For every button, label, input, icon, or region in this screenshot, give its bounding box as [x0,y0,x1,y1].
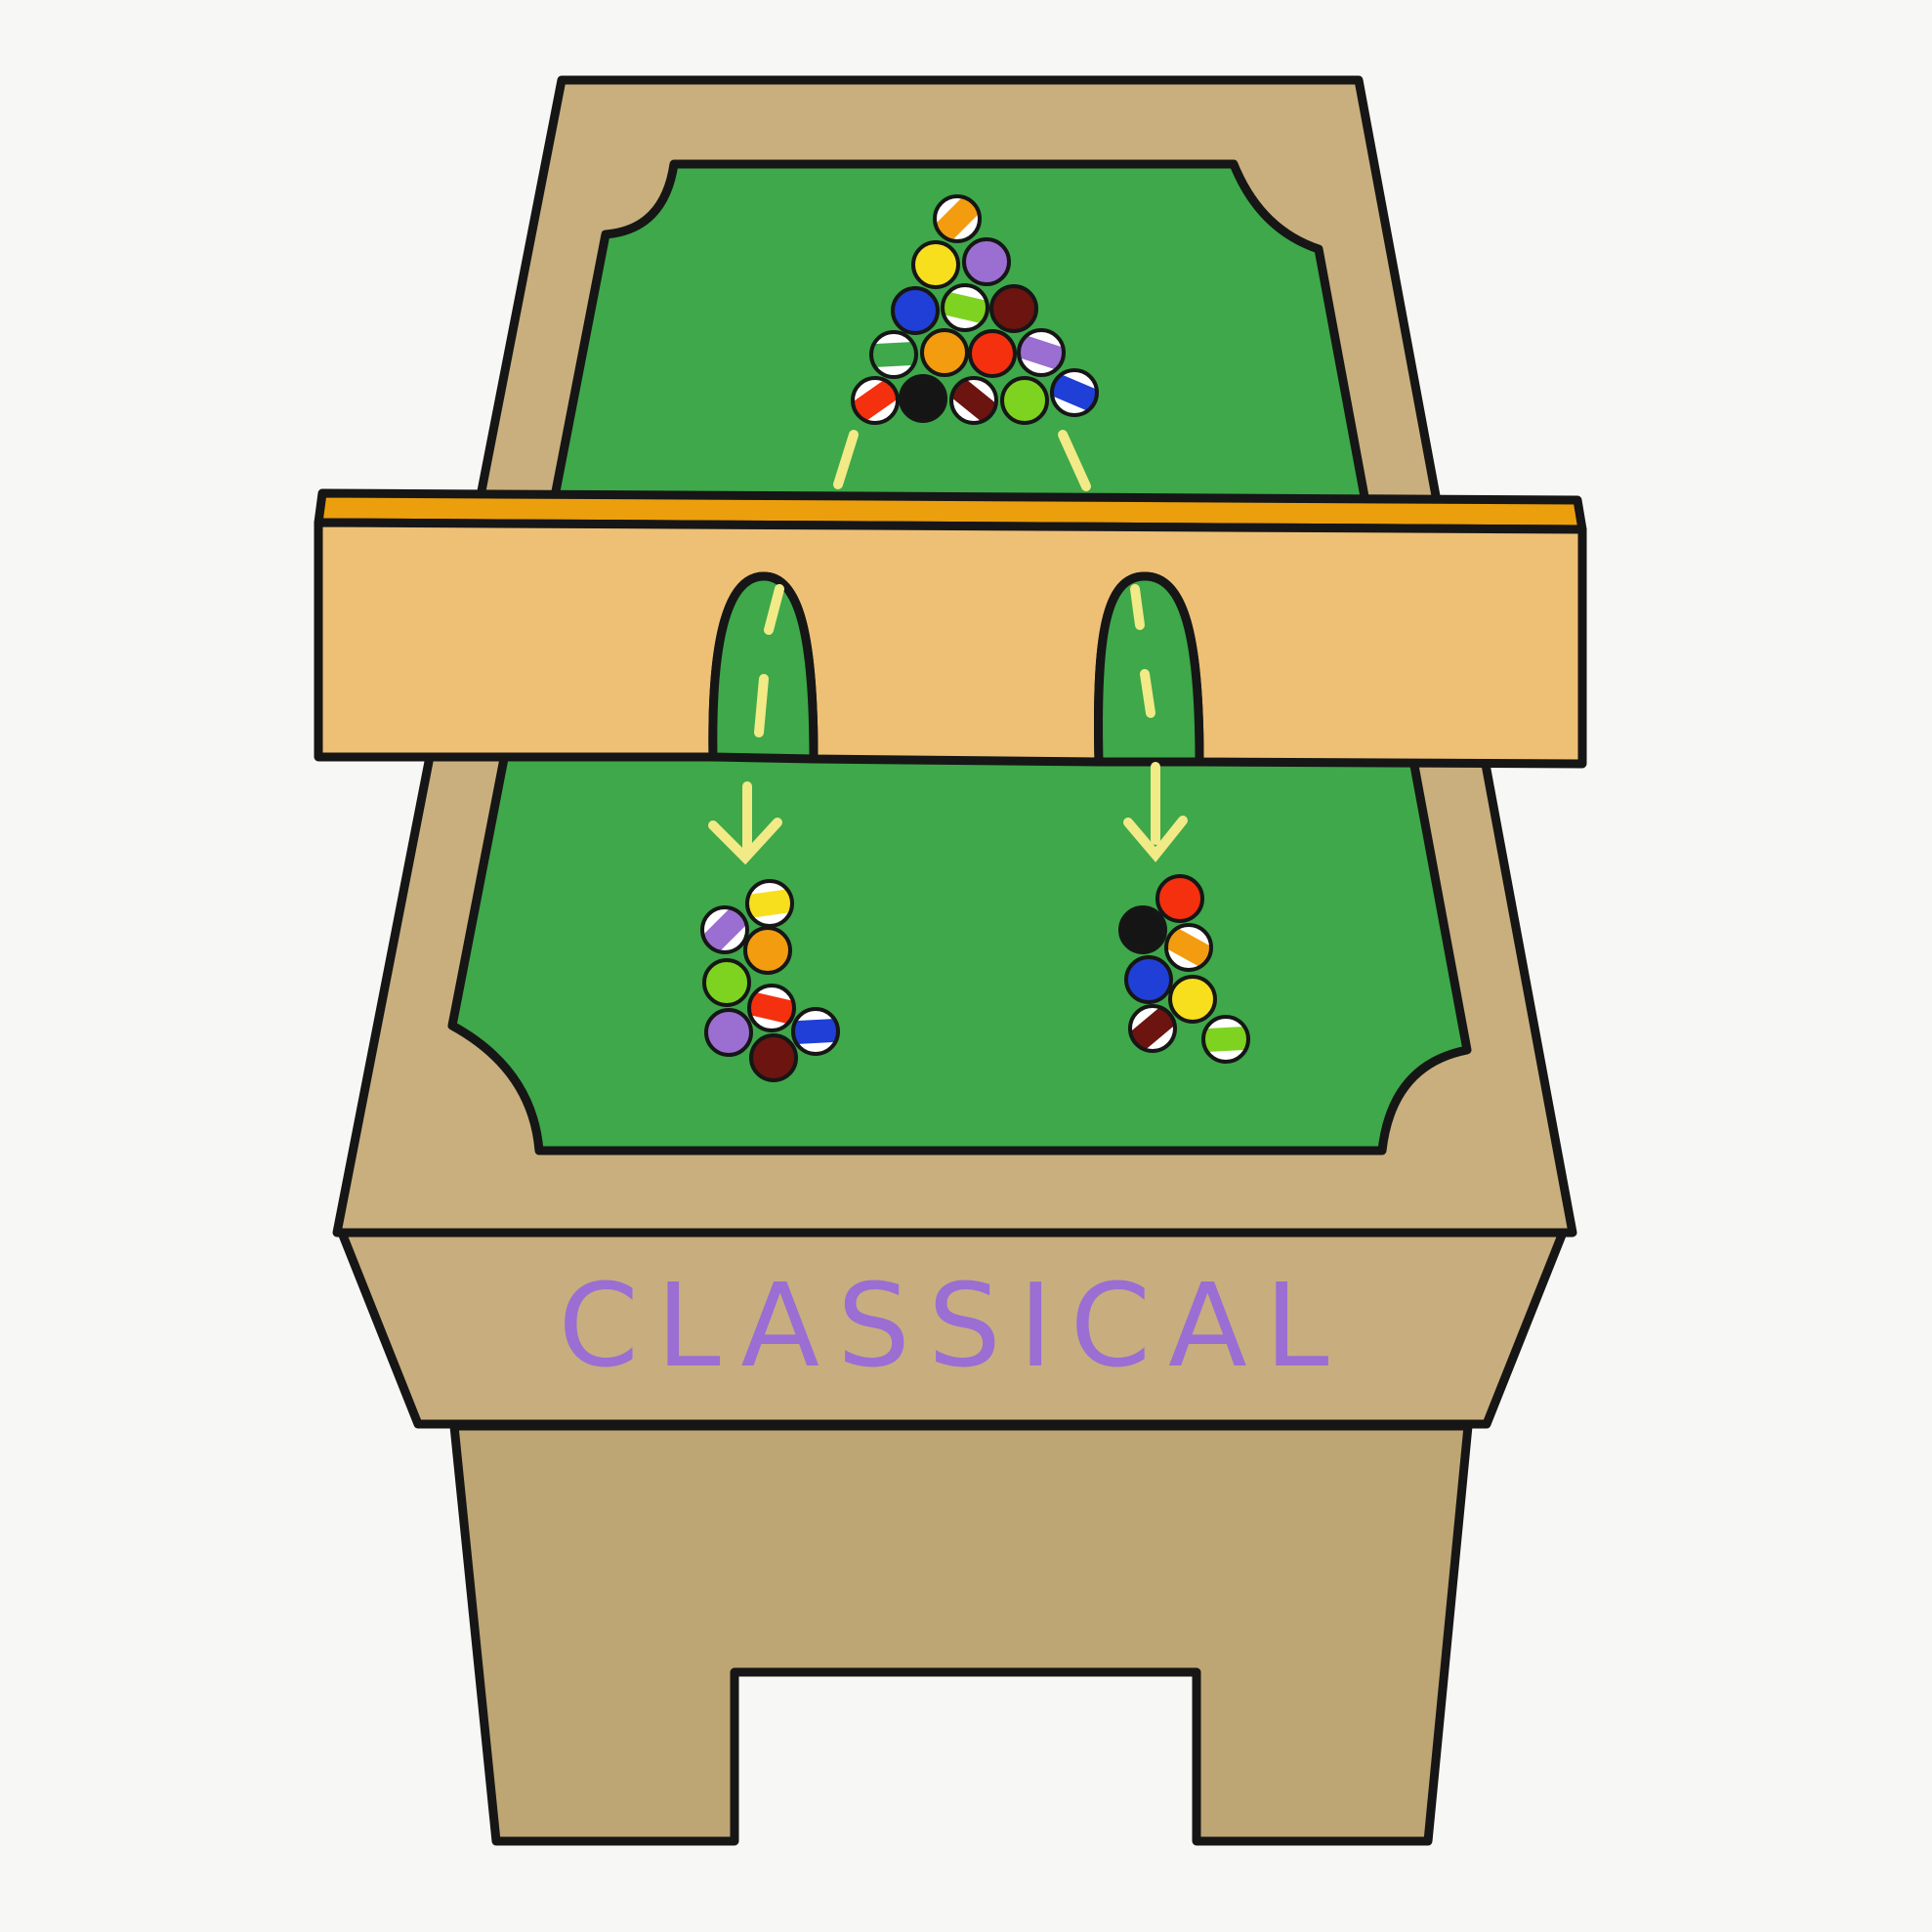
table-base [449,1421,1473,1846]
lower-ball-paths [708,584,1188,865]
striped-ball-6 [869,330,918,379]
divider-face [314,518,1587,769]
striped-ball-6 [1201,1015,1250,1064]
solid-ball-13 [1000,376,1049,425]
solid-ball-1 [911,240,960,289]
right-arrow [1123,762,1188,862]
solid-ball-2 [962,237,1011,286]
divider-board [314,488,1587,769]
solid-ball-5 [989,284,1038,333]
right-pocket-balls [1118,874,1250,1064]
right-pocket-channel [1094,571,1204,767]
table-title: CLASSICAL [558,1258,1346,1393]
solid-ball-7 [920,328,969,377]
solid-ball-8 [968,329,1017,378]
solid-ball-5 [704,1008,753,1057]
left-arrow [708,781,782,865]
striped-ball-12 [948,376,999,425]
left-pocket-balls [700,879,840,1082]
left-pocket-channel [708,571,819,764]
striped-ball-1 [745,879,794,928]
solid-ball-11 [899,374,947,423]
solid-ball-3 [702,958,751,1007]
solid-ball-4 [1168,975,1217,1024]
striped-ball-5 [1127,1004,1178,1053]
solid-ball-3 [1124,955,1173,1004]
solid-ball-7 [749,1033,798,1082]
striped-ball-4 [940,283,990,332]
striped-ball-6 [791,1007,840,1056]
solid-ball-1 [1118,905,1167,954]
striped-ball-0 [700,905,749,954]
striped-ball-2 [1163,923,1214,972]
striped-ball-0 [933,194,982,243]
solid-ball-3 [891,286,940,335]
upper-ball-paths [833,430,1091,491]
solid-ball-2 [743,926,792,975]
striped-ball-4 [746,984,797,1032]
striped-ball-10 [850,376,901,425]
striped-ball-9 [1016,328,1067,377]
ball-rack-triangle [850,194,1100,425]
solid-ball-0 [1155,874,1204,923]
striped-ball-14 [1049,368,1100,417]
